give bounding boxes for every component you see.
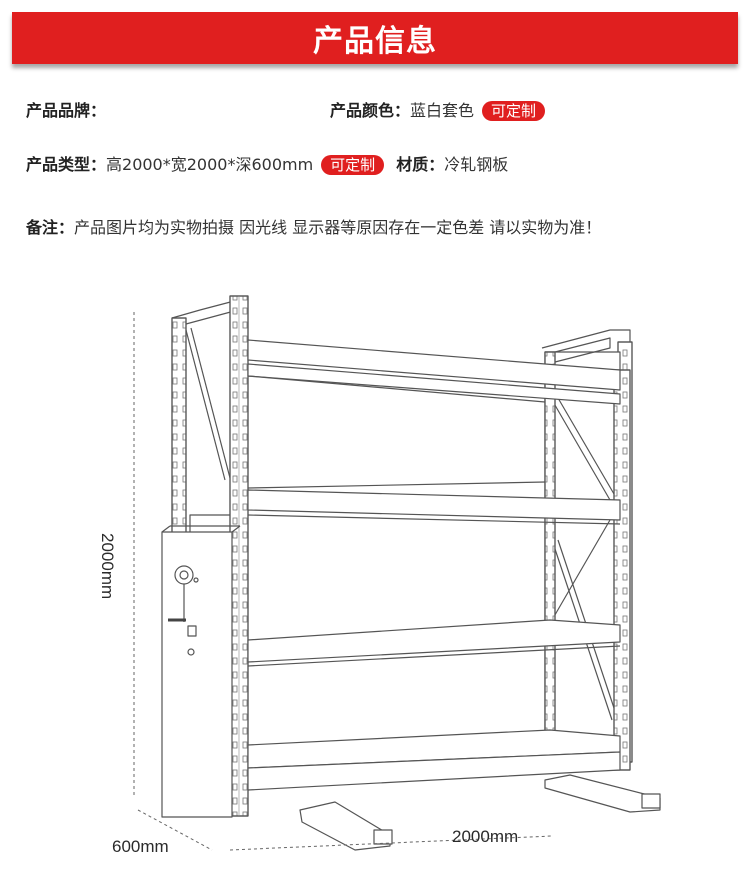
type-label: 产品类型： [26, 155, 107, 174]
color-label: 产品颜色： [330, 101, 411, 120]
material-value: 冷轧钢板 [444, 155, 509, 174]
crank-handle-icon [168, 565, 199, 656]
type-value: 高2000*宽2000*深600mm [106, 155, 314, 174]
rear-left-upright [171, 299, 239, 541]
front-left-upright [229, 295, 249, 817]
floor-rails [299, 774, 661, 851]
rack-drawing: 2000mm 600mm 2000mm [98, 295, 661, 856]
type-row: 产品类型： 高2000*宽2000*深600mm 可定制 材质： 冷轧钢板 [26, 153, 508, 177]
drive-cabinet [161, 525, 241, 818]
color-customizable-badge: 可定制 [482, 101, 546, 121]
brand-label: 产品品牌： [26, 101, 107, 120]
color-row: 产品颜色： 蓝白套色 可定制 [330, 99, 546, 123]
front-right-upright [613, 369, 631, 771]
depth-dimension-line [137, 809, 213, 851]
shelf-top [247, 339, 621, 405]
note-row: 备注： 产品图片均为实物拍摄 因光线 显示器等原因存在一定色差 请以实物为准！ [26, 216, 601, 240]
shelf-3 [247, 619, 621, 667]
width-label: 2000mm [452, 827, 518, 846]
header-banner: 产品信息 [12, 12, 738, 64]
material-label: 材质： [396, 155, 445, 174]
brand-row: 产品品牌： [26, 99, 106, 123]
note-value: 产品图片均为实物拍摄 因光线 显示器等原因存在一定色差 请以实物为准！ [74, 218, 602, 237]
page-title: 产品信息 [313, 24, 437, 59]
rack-illustration: 2000mm 600mm 2000mm [90, 290, 690, 865]
type-customizable-badge: 可定制 [321, 155, 385, 175]
height-label: 2000mm [98, 533, 117, 599]
color-value: 蓝白套色 [410, 101, 475, 120]
shelf-bottom [247, 729, 621, 791]
shelf-2 [247, 481, 621, 525]
note-label: 备注： [26, 218, 75, 237]
depth-label: 600mm [112, 837, 169, 856]
